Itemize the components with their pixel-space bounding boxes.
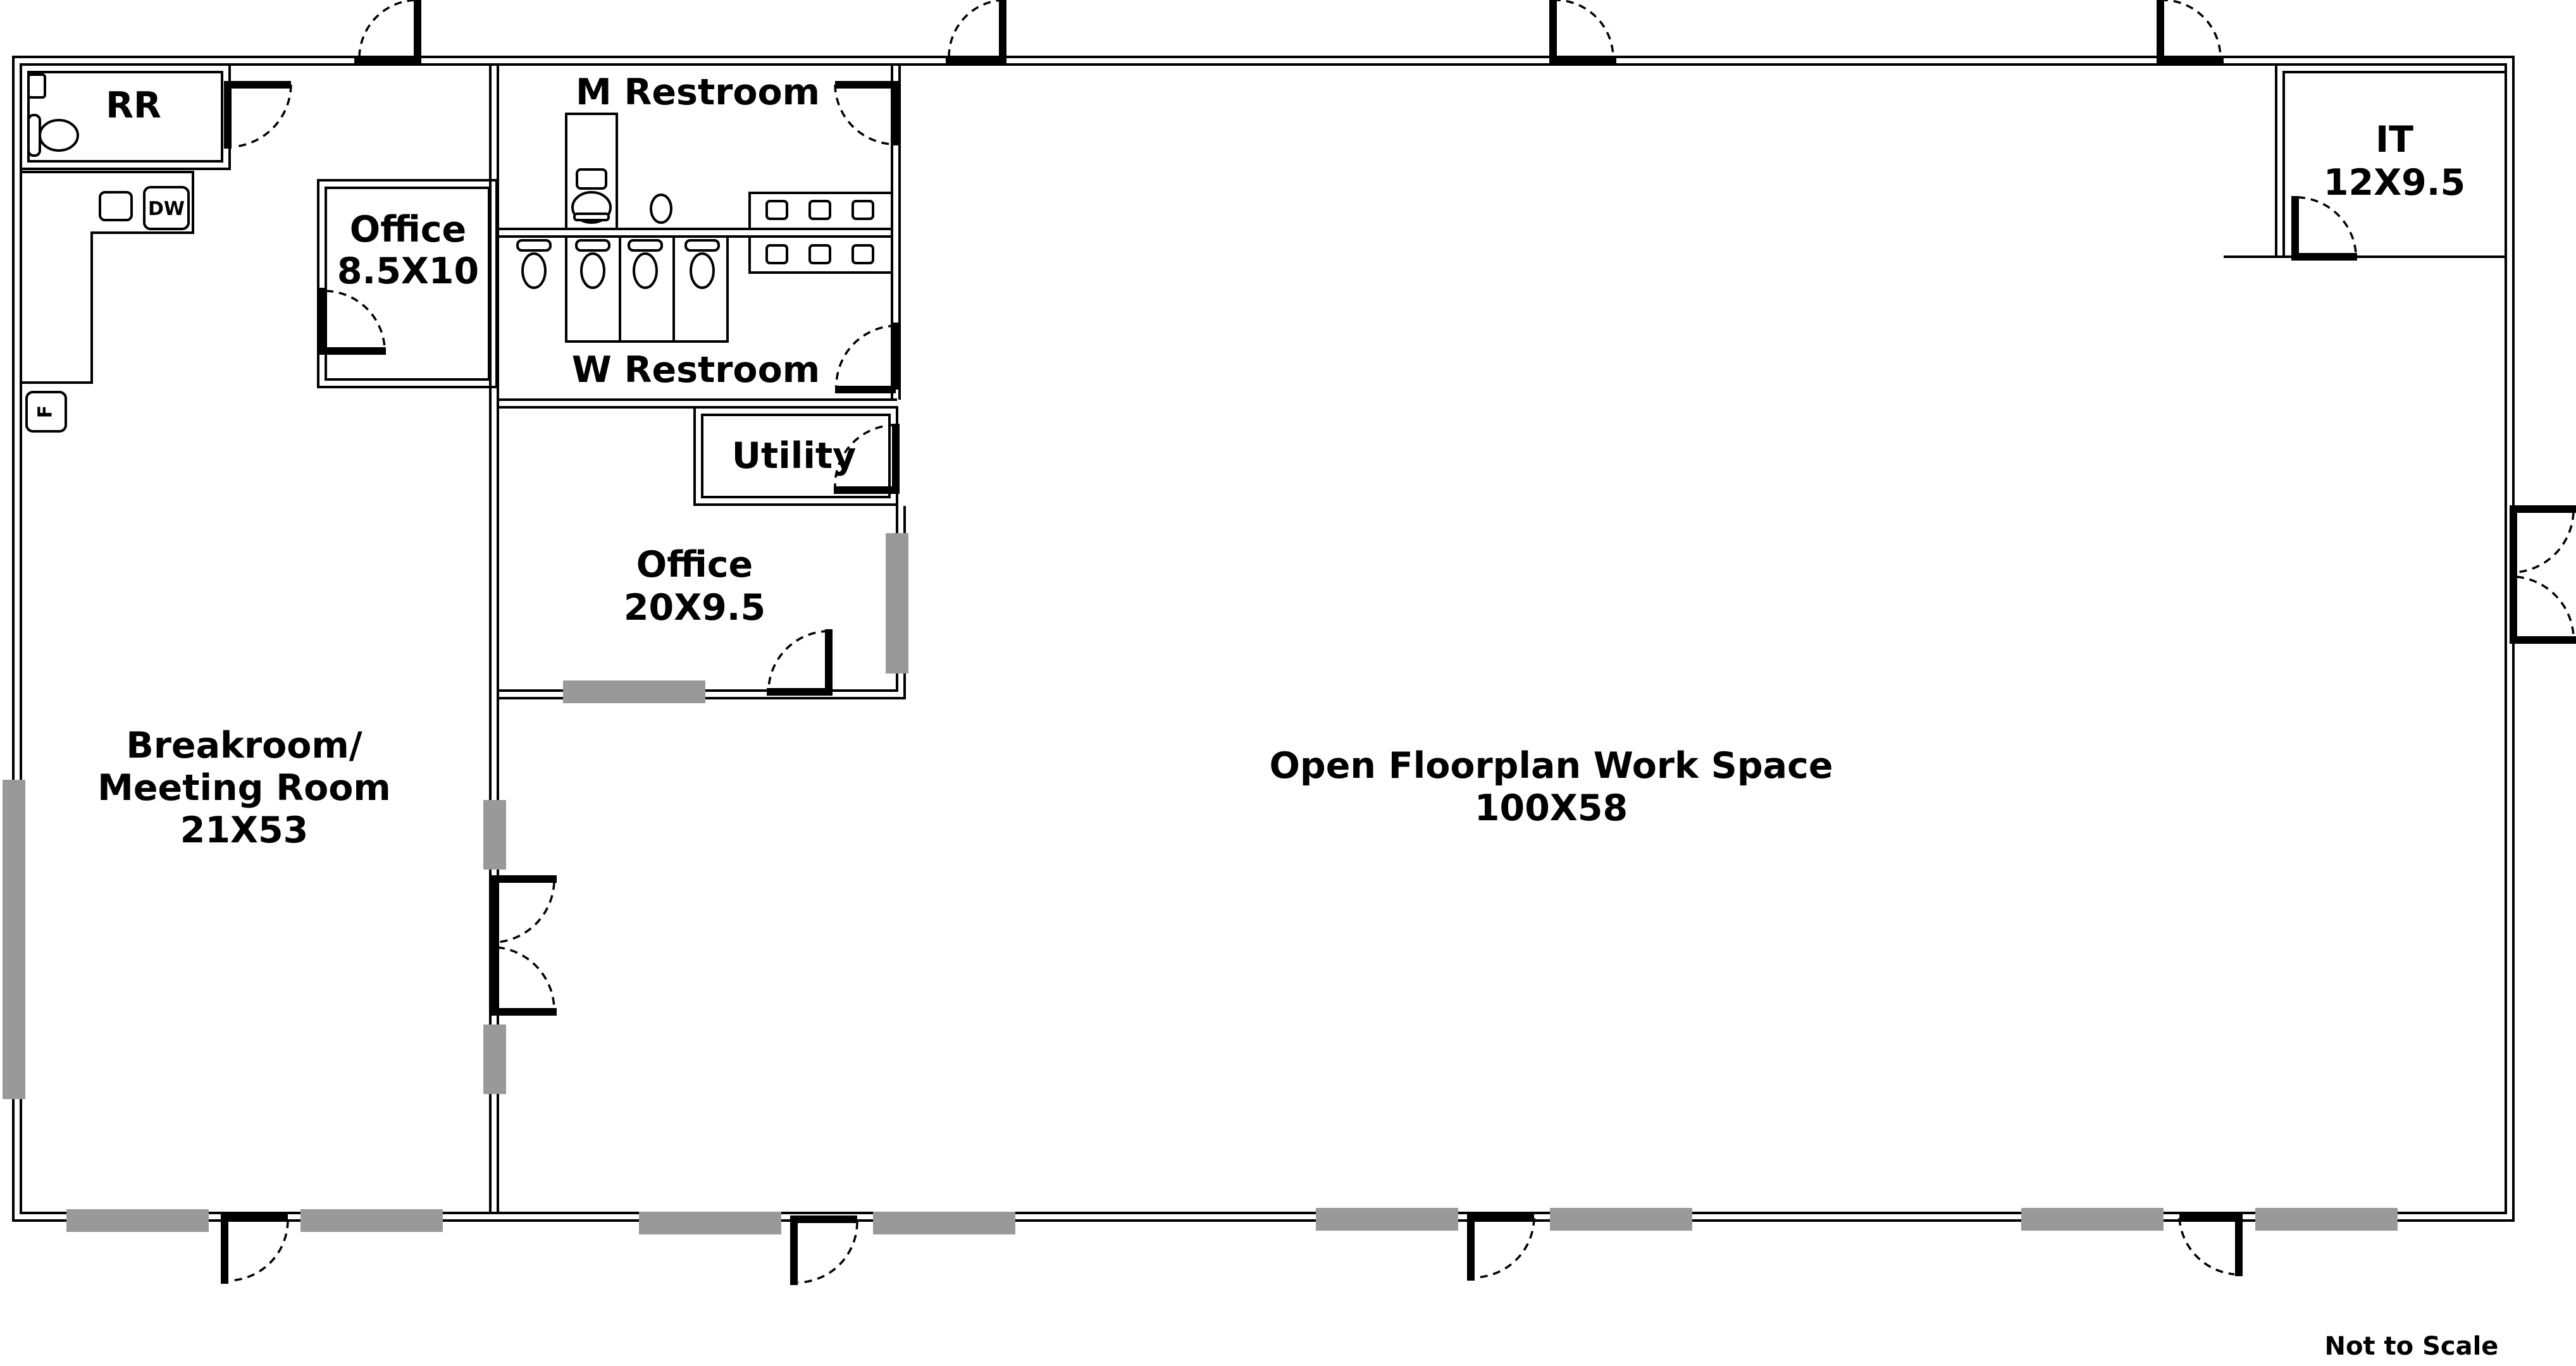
label-it-name: IT [2375,119,2413,161]
toilet-icon [516,239,552,289]
dishwasher-label: DW [148,198,185,220]
door-bottom-3 [1467,1212,1535,1281]
label-w-restroom: W Restroom [572,349,820,391]
label-office-mid-name: Office [636,544,753,586]
toilet-icon [628,239,663,289]
fridge-label: F [35,405,57,419]
sink-icon [808,244,831,264]
door-top-3 [1549,0,1616,65]
fixtures: DW F [25,73,874,433]
toilet-icon [571,168,612,224]
fridge-icon [25,391,67,433]
toilet-icon [575,239,610,289]
door-m-restroom [834,81,900,145]
sink-icon [765,200,788,220]
door-it [2291,196,2357,261]
door-bottom-1 [221,1214,289,1284]
sink-icon [765,244,788,264]
label-open-workspace-size: 100X58 [1475,787,1628,829]
label-m-restroom: M Restroom [576,71,820,113]
door-rr [224,81,292,149]
door-bottom-4 [2178,1212,2243,1276]
door-office-small [319,288,386,355]
label-open-workspace-name: Open Floorplan Work Space [1269,745,1833,787]
sink-icon [851,244,874,264]
windows [3,533,2398,1234]
door-top-4 [2157,0,2224,65]
urinal-icon [650,194,672,224]
label-office-small-name: Office [350,209,466,250]
door-w-restroom [835,323,900,393]
door-east [2510,505,2576,644]
label-it-size: 12X9.5 [2324,162,2465,204]
dishwasher-icon [143,186,190,230]
sink-icon [808,200,831,220]
label-rr: RR [106,85,161,126]
label-breakroom-line2: Meeting Room [97,767,391,809]
scale-note: Not to Scale [2325,1332,2499,1361]
door-utility [834,424,900,494]
toilet-icon [684,239,720,289]
sink-icon [99,191,133,221]
toilet-icon [27,114,79,157]
door-breakroom [490,875,557,1016]
label-office-mid-size: 20X9.5 [624,587,765,629]
label-breakroom-line1: Breakroom/ [126,725,362,766]
label-breakroom-size: 21X53 [180,809,309,851]
doors [221,0,2576,1285]
label-office-small-size: 8.5X10 [337,250,479,292]
door-office-mid [767,629,833,696]
door-top-1 [354,0,421,65]
room-labels: RR Office 8.5X10 M Restroom W Restroom U… [97,71,2465,851]
sink-icon [851,200,874,220]
door-bottom-2 [790,1215,858,1285]
door-top-2 [946,0,1006,65]
label-utility: Utility [732,435,857,477]
